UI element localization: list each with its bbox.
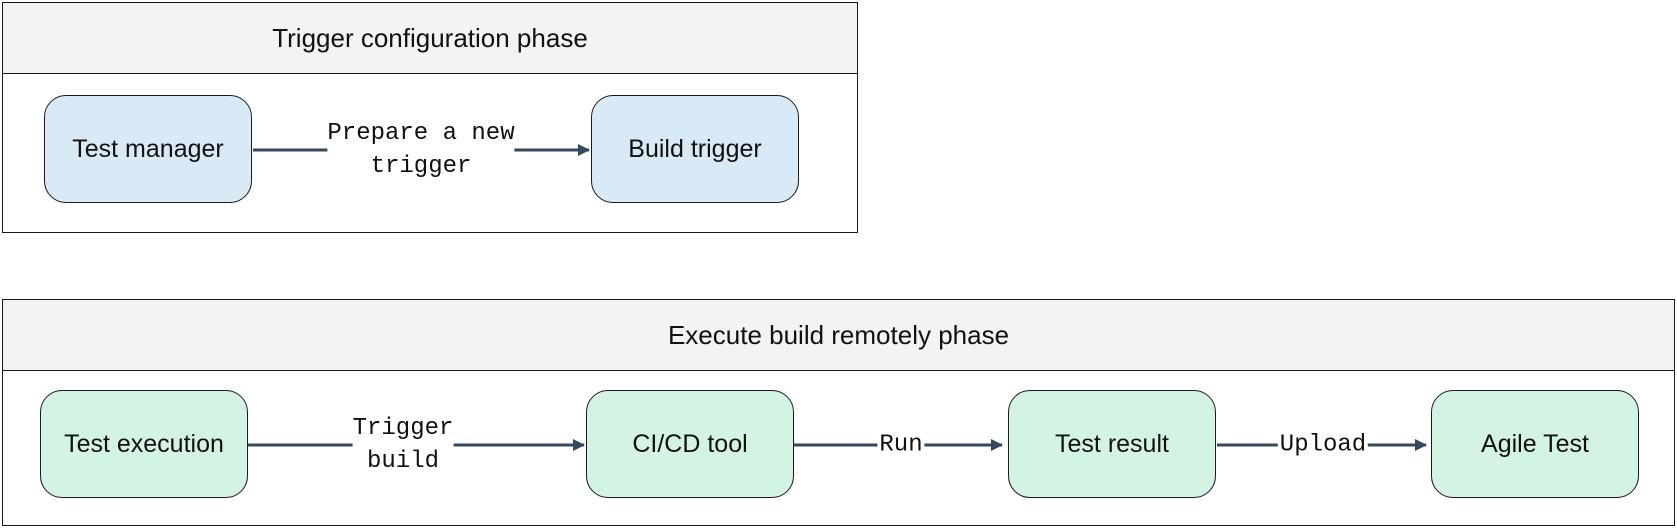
node-label: Test result	[1055, 429, 1169, 458]
execute-build-remotely-phase: Execute build remotely phase	[2, 299, 1675, 526]
node-agile-test[interactable]: Agile Test	[1431, 390, 1639, 498]
edge-label-upload: Upload	[1277, 428, 1369, 462]
node-label: Test manager	[72, 134, 224, 163]
node-label: Agile Test	[1481, 429, 1589, 458]
phase-title: Execute build remotely phase	[3, 300, 1674, 371]
node-test-result[interactable]: Test result	[1008, 390, 1216, 498]
node-label: Test execution	[64, 429, 224, 458]
node-build-trigger[interactable]: Build trigger	[591, 95, 799, 203]
edge-label-prepare-trigger: Prepare a new trigger	[327, 117, 515, 183]
edge-label-run: Run	[877, 428, 925, 462]
node-cicd-tool[interactable]: CI/CD tool	[586, 390, 794, 498]
edge-label-trigger-build: Trigger build	[352, 412, 454, 478]
node-test-execution[interactable]: Test execution	[40, 390, 248, 498]
node-test-manager[interactable]: Test manager	[44, 95, 252, 203]
phase-title: Trigger configuration phase	[3, 3, 857, 74]
node-label: CI/CD tool	[632, 429, 748, 458]
node-label: Build trigger	[628, 134, 762, 163]
